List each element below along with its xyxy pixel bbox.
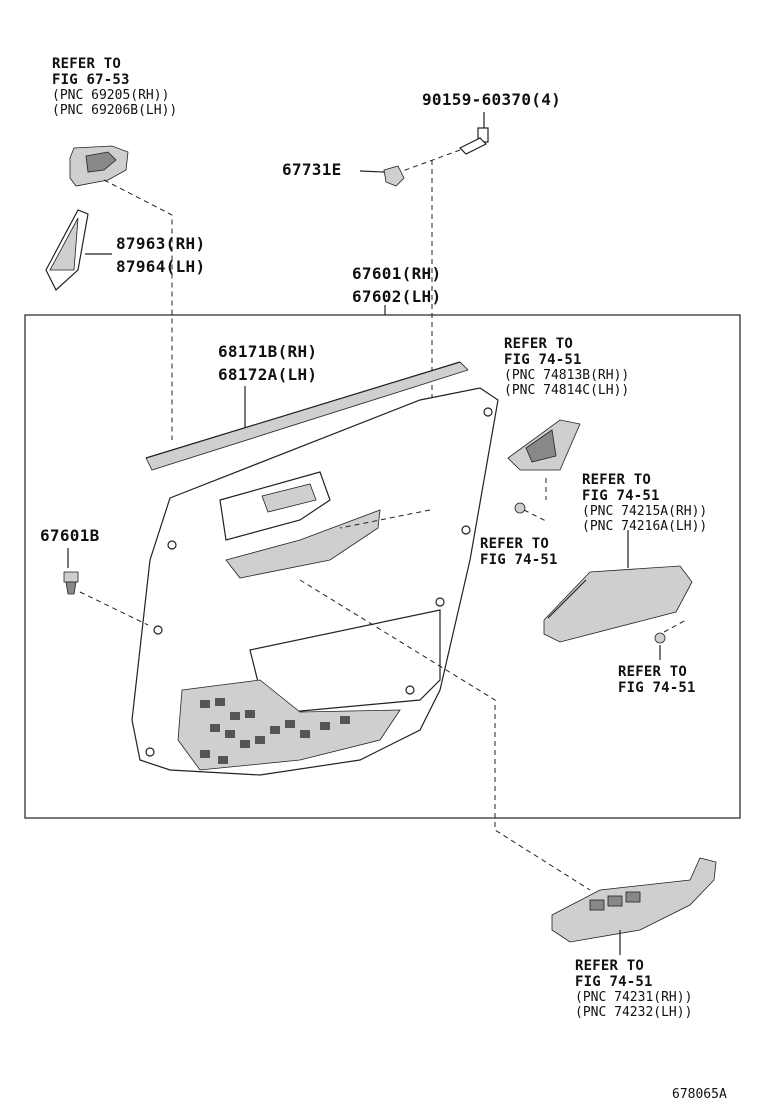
cover-rh-label: 87963(RH) bbox=[116, 234, 206, 253]
ref-armrest-line3: (PNC 74215A(RH)) bbox=[582, 504, 708, 519]
ref-screw2-block: REFER TO FIG 74-51 bbox=[618, 664, 696, 696]
panel-label-block: 67601(RH) 67602(LH) bbox=[352, 264, 441, 306]
assembly-frame bbox=[24, 314, 741, 819]
ref-trim-line1: REFER TO bbox=[504, 336, 574, 352]
ref-handle-line3: (PNC 69205(RH)) bbox=[52, 88, 170, 103]
ref-armrest-line4: (PNC 74216A(LH)) bbox=[582, 519, 708, 534]
ref-switch-line4: (PNC 74232(LH)) bbox=[575, 1005, 693, 1020]
door-trim-panel-part bbox=[131, 387, 499, 776]
clip-b-label: 67601B bbox=[40, 526, 100, 545]
bolt-part bbox=[458, 127, 489, 155]
clip-label: 67731E bbox=[282, 160, 342, 179]
ref-trim-line2: FIG 74-51 bbox=[504, 352, 582, 368]
screw-part-2 bbox=[654, 632, 666, 644]
ref-armrest-line1: REFER TO bbox=[582, 472, 652, 488]
ref-screw1-block: REFER TO FIG 74-51 bbox=[480, 536, 558, 568]
panel-lh-label: 67602(LH) bbox=[352, 287, 442, 306]
weatherstrip-label-block: 68171B(RH) 68172A(LH) bbox=[218, 342, 317, 384]
screw-part-1 bbox=[514, 502, 526, 514]
push-clip-part bbox=[63, 571, 79, 595]
weather-rh-label: 68171B(RH) bbox=[218, 342, 318, 361]
ref-switch-block: REFER TO FIG 74-51 (PNC 74231(RH)) (PNC … bbox=[575, 958, 692, 1020]
ref-handle-block: REFER TO FIG 67-53 (PNC 69205(RH)) (PNC … bbox=[52, 56, 177, 118]
ref-screw1-line1: REFER TO bbox=[480, 536, 550, 552]
ref-screw2-line1: REFER TO bbox=[618, 664, 688, 680]
armrest-part bbox=[543, 565, 693, 643]
panel-rh-label: 67601(RH) bbox=[352, 264, 442, 283]
corner-cover-part bbox=[45, 209, 89, 291]
power-window-switch-part bbox=[551, 857, 717, 943]
ref-handle-line1: REFER TO bbox=[52, 56, 122, 72]
ref-handle-line2: FIG 67-53 bbox=[52, 72, 130, 88]
weather-lh-label: 68172A(LH) bbox=[218, 365, 318, 384]
ref-switch-line2: FIG 74-51 bbox=[575, 974, 653, 990]
figure-id: 678065A bbox=[672, 1087, 727, 1102]
ref-armrest-line2: FIG 74-51 bbox=[582, 488, 660, 504]
clip-part bbox=[383, 165, 405, 187]
ref-switch-line3: (PNC 74231(RH)) bbox=[575, 990, 693, 1005]
trim-bracket-part bbox=[507, 419, 581, 471]
ref-trim-block: REFER TO FIG 74-51 (PNC 74813B(RH)) (PNC… bbox=[504, 336, 629, 398]
ref-trim-line4: (PNC 74814C(LH)) bbox=[504, 383, 630, 398]
cover-label-block: 87963(RH) 87964(LH) bbox=[116, 234, 205, 276]
ref-screw1-line2: FIG 74-51 bbox=[480, 552, 558, 568]
ref-handle-line4: (PNC 69206B(LH)) bbox=[52, 103, 178, 118]
cover-lh-label: 87964(LH) bbox=[116, 257, 206, 276]
ref-switch-line1: REFER TO bbox=[575, 958, 645, 974]
ref-trim-line3: (PNC 74813B(RH)) bbox=[504, 368, 630, 383]
weatherstrip-part bbox=[145, 361, 469, 471]
ref-screw2-line2: FIG 74-51 bbox=[618, 680, 696, 696]
bolt-label: 90159-60370(4) bbox=[422, 90, 562, 109]
inside-handle-part bbox=[69, 145, 129, 187]
ref-armrest-block: REFER TO FIG 74-51 (PNC 74215A(RH)) (PNC… bbox=[582, 472, 707, 534]
